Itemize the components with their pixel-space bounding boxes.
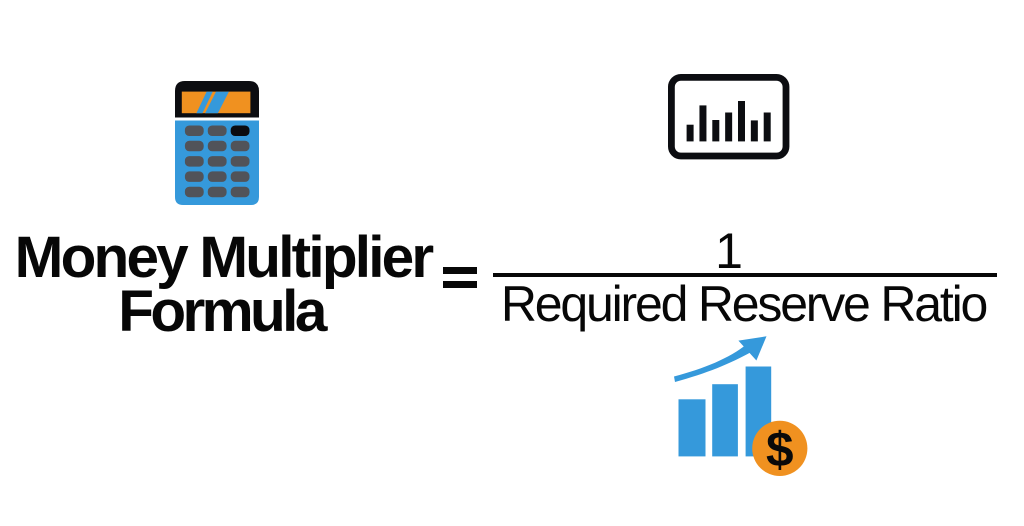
chart-panel-bar xyxy=(686,124,694,142)
chart-panel-bar xyxy=(712,120,720,142)
calculator-button xyxy=(184,171,204,182)
calculator-screen xyxy=(181,91,251,114)
calculator-button xyxy=(230,186,250,198)
calculator-button xyxy=(230,140,250,152)
calculator-buttons xyxy=(184,125,250,198)
growth-bar xyxy=(712,384,738,457)
growth-bar xyxy=(678,399,706,457)
calculator-button xyxy=(207,171,227,182)
fraction-denominator: Required Reserve Ratio xyxy=(500,275,988,332)
chart-panel-bar xyxy=(738,101,745,142)
calculator-button xyxy=(184,125,204,136)
fraction-line xyxy=(493,272,997,278)
calculator-button xyxy=(230,156,250,167)
fraction-numerator: 1 xyxy=(715,223,743,279)
chart-panel-bar xyxy=(699,105,707,142)
chart-panel-bar xyxy=(750,120,758,142)
calculator-button xyxy=(184,156,204,167)
calculator-button xyxy=(230,171,250,182)
calculator-icon xyxy=(175,81,259,205)
growth-arrow-curve xyxy=(674,344,752,382)
bar-chart-panel-icon xyxy=(668,74,790,160)
growth-arrow-head xyxy=(738,336,767,361)
equals-top-bar xyxy=(443,267,477,275)
title-line-1: Money Multiplier xyxy=(14,224,435,290)
dollar-sign: $ xyxy=(766,422,794,477)
growth-chart-icon: $ xyxy=(674,336,808,477)
calculator-button xyxy=(207,186,227,198)
equals-bottom-bar xyxy=(443,281,477,289)
calculator-button xyxy=(184,186,204,198)
screen-stripe-thin xyxy=(196,91,213,114)
chart-panel-bars xyxy=(686,101,771,142)
dollar-coin xyxy=(752,420,808,476)
equals-sign: = xyxy=(443,267,477,289)
calculator-button xyxy=(207,140,227,152)
calculator-button xyxy=(184,140,204,152)
chart-panel-bar xyxy=(725,112,733,142)
calculator-button xyxy=(230,125,250,136)
title-line-2: Formula xyxy=(118,279,327,345)
page-title: Money Multiplier Formula xyxy=(0,224,449,345)
screen-stripe-wide xyxy=(205,91,229,114)
calculator-button xyxy=(207,156,227,167)
calculator-button xyxy=(207,125,227,136)
chart-panel-bar xyxy=(763,112,771,142)
